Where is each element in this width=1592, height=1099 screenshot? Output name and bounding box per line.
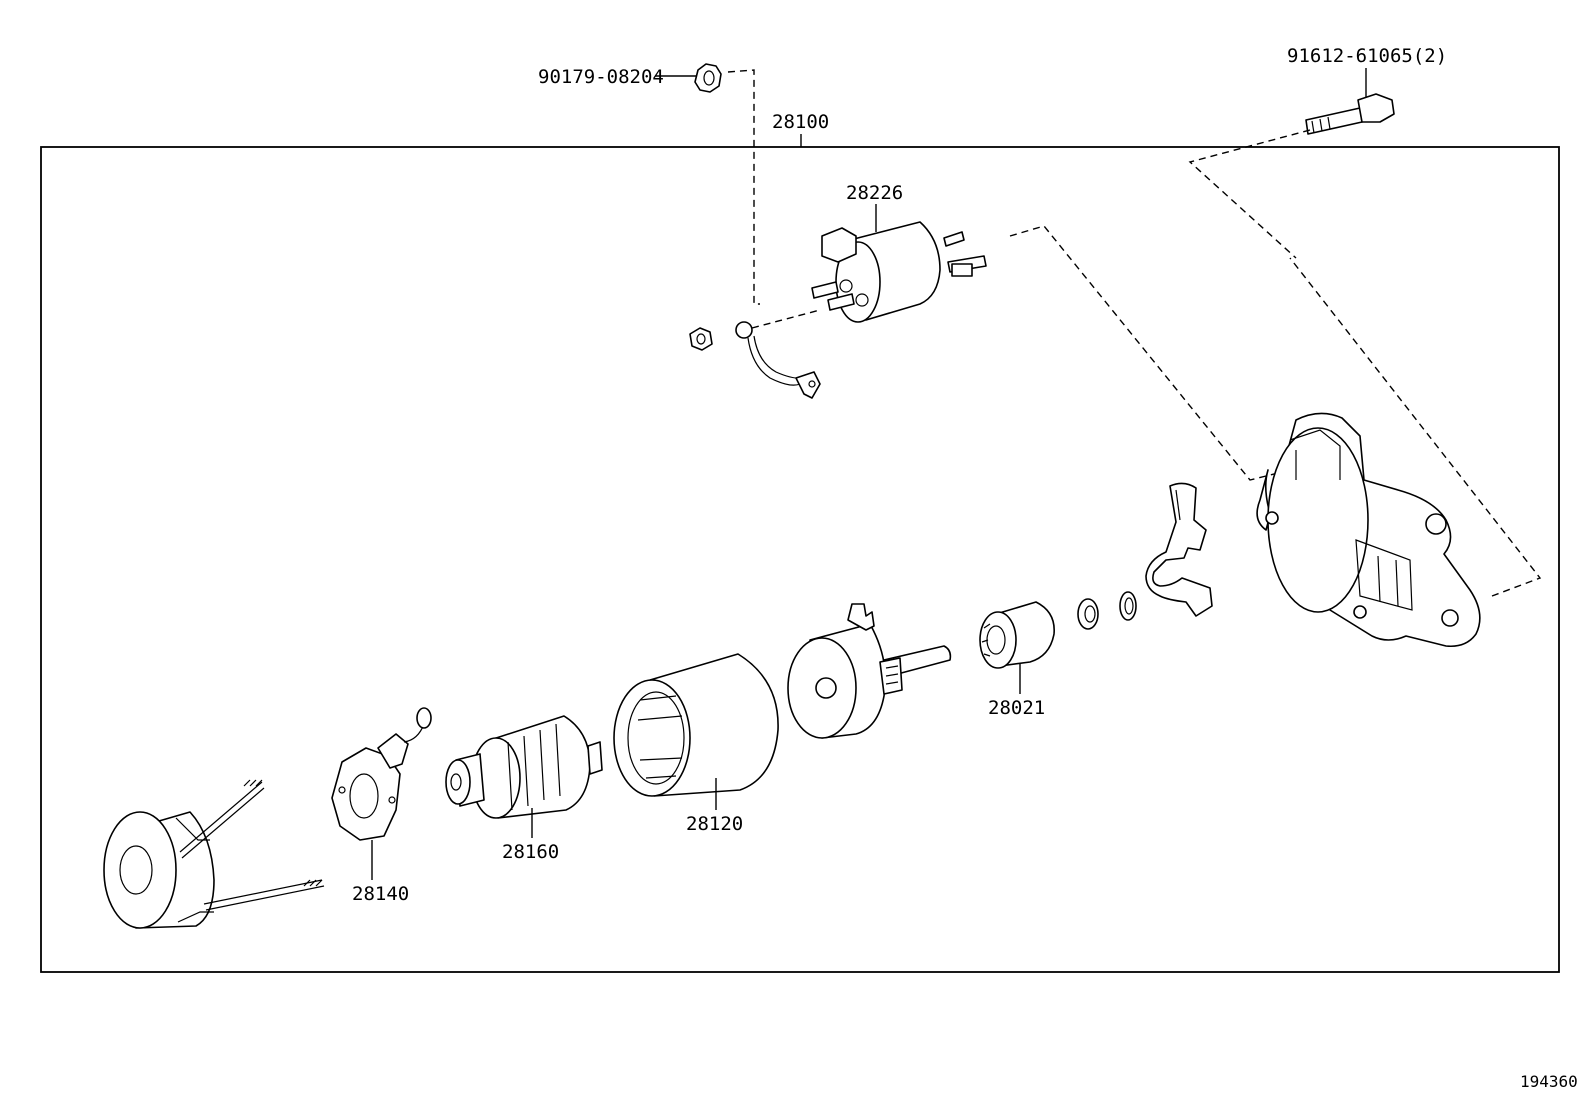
yoke-28120-icon[interactable] — [613, 653, 779, 810]
end-frame-icon — [103, 779, 325, 929]
label-armature-28160[interactable]: 28160 — [502, 841, 559, 863]
pinion-clutch-28021-icon[interactable] — [979, 601, 1055, 694]
snap-ring-icon — [1119, 591, 1137, 621]
label-brush-holder-28140[interactable]: 28140 — [352, 883, 409, 905]
label-bolt-91612[interactable]: 91612-61065(2) — [1287, 45, 1447, 67]
armature-28160-icon[interactable] — [445, 715, 603, 838]
assembly-frame — [40, 146, 1560, 973]
drive-lever-icon — [1145, 482, 1213, 617]
label-solenoid-28226[interactable]: 28226 — [846, 182, 903, 204]
illustration-number: 194360 — [1520, 1072, 1578, 1091]
washer-icon — [1077, 598, 1099, 630]
label-assembly-28100[interactable]: 28100 — [772, 111, 829, 133]
solenoid-28226-icon[interactable] — [811, 204, 1291, 481]
label-pinion-clutch-28021[interactable]: 28021 — [988, 697, 1045, 719]
nut-90179-icon[interactable] — [655, 63, 760, 305]
lead-wire-icon — [735, 309, 821, 399]
label-yoke-28120[interactable]: 28120 — [686, 813, 743, 835]
center-bracket-icon — [787, 603, 952, 739]
small-nut-icon — [689, 327, 713, 351]
brush-holder-28140-icon[interactable] — [331, 707, 432, 880]
drive-housing-icon — [1256, 257, 1542, 648]
bolt-91612-icon[interactable] — [1188, 68, 1395, 259]
label-nut-90179[interactable]: 90179-08204 — [538, 66, 664, 88]
